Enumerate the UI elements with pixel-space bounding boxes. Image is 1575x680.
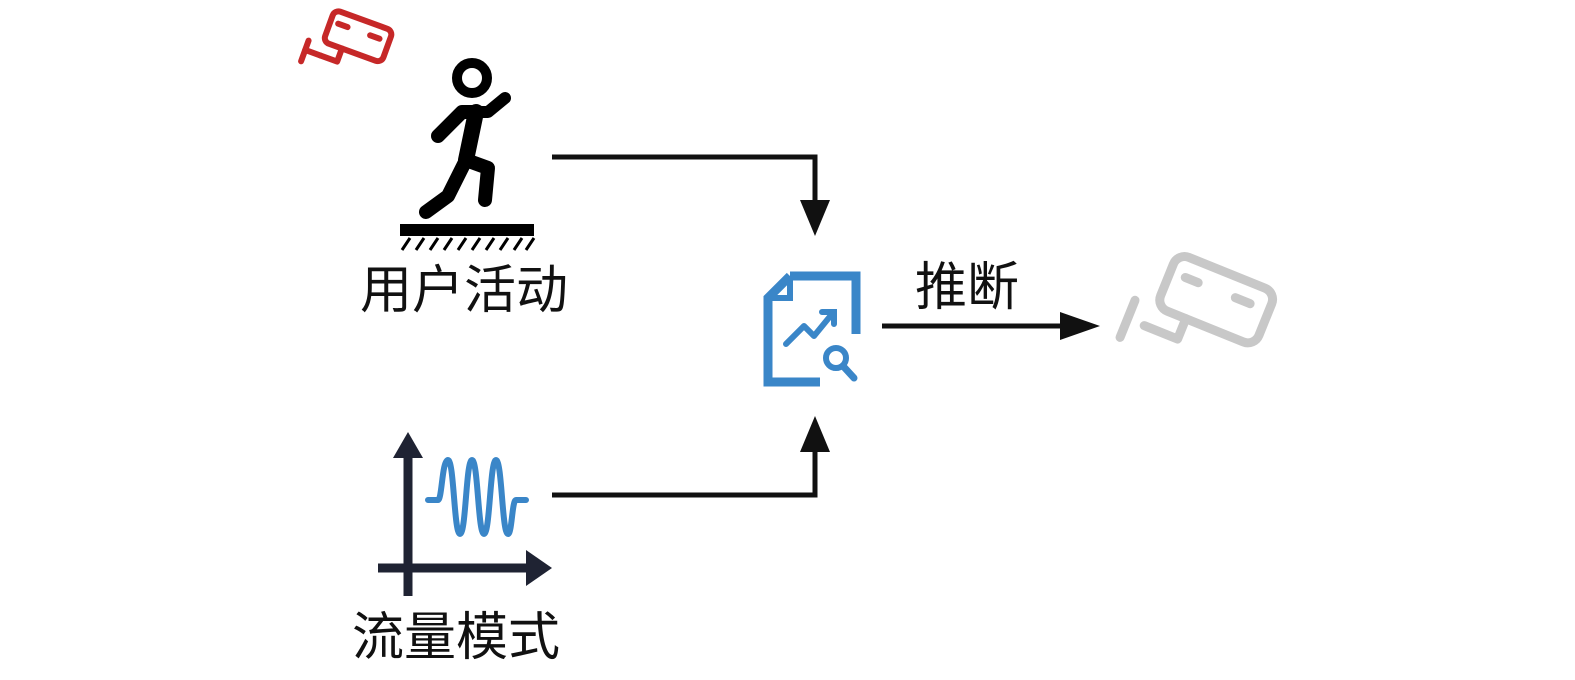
traffic-pattern-label: 流量模式	[352, 608, 561, 668]
inference-label: 推断	[915, 258, 1020, 318]
waveform-chart-icon	[378, 432, 552, 596]
arrow-activity-to-analysis	[552, 154, 820, 224]
source-camera-icon	[298, 8, 395, 65]
user-activity-label: 用户活动	[360, 261, 569, 321]
report-analysis-icon	[763, 271, 861, 387]
target-camera-icon	[1115, 252, 1278, 348]
running-person-icon	[400, 58, 536, 251]
arrow-traffic-to-analysis	[552, 426, 820, 498]
